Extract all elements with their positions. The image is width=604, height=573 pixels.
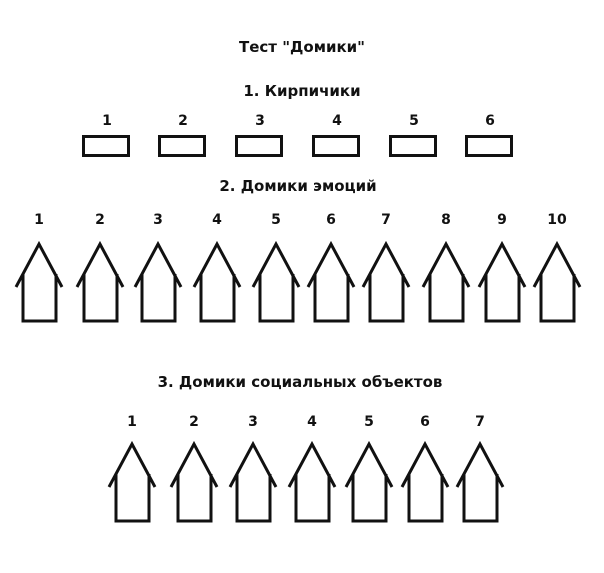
emotion-house-number: 10 [547,212,567,228]
house-body [21,274,58,323]
brick-number: 2 [178,113,188,129]
emotion-house-number: 7 [381,212,391,228]
section-heading-social: 3. Домики социальных объектов [157,373,443,391]
emotion-house [75,240,125,323]
house-roof [14,240,64,288]
house-roof [287,440,337,488]
emotion-house [421,240,471,323]
social-house-number: 6 [420,414,430,430]
section-heading-bricks: 1. Кирпичики [243,82,361,100]
social-house-number: 7 [475,414,485,430]
emotion-house [477,240,527,323]
brick[interactable] [465,135,513,157]
emotion-house-number: 1 [34,212,44,228]
house-body [114,474,151,523]
house-body [407,474,444,523]
house-body [176,474,213,523]
house-roof [228,440,278,488]
social-house [455,440,505,523]
emotion-house [192,240,242,323]
page-title: Тест "Домики" [239,38,365,56]
social-house-number: 1 [127,414,137,430]
brick-number: 5 [409,113,419,129]
brick[interactable] [82,135,130,157]
brick[interactable] [389,135,437,157]
house-roof [251,240,301,288]
house-body [258,274,295,323]
section-heading-emotions: 2. Домики эмоций [219,177,377,195]
house-body [199,274,236,323]
emotion-house [306,240,356,323]
social-house [287,440,337,523]
house-body [484,274,521,323]
house-roof [344,440,394,488]
brick-number: 3 [255,113,265,129]
house-roof [361,240,411,288]
emotion-house-number: 3 [153,212,163,228]
emotion-house [361,240,411,323]
social-house [169,440,219,523]
house-body [462,474,499,523]
social-house-number: 4 [307,414,317,430]
house-body [539,274,576,323]
house-body [82,274,119,323]
house-body [313,274,350,323]
brick-number: 4 [332,113,342,129]
house-body [140,274,177,323]
social-house [228,440,278,523]
house-roof [532,240,582,288]
social-house-number: 3 [248,414,258,430]
house-roof [192,240,242,288]
emotion-house-number: 4 [212,212,222,228]
house-roof [421,240,471,288]
house-roof [75,240,125,288]
emotion-house-number: 6 [326,212,336,228]
emotion-house-number: 5 [271,212,281,228]
social-house-number: 2 [189,414,199,430]
emotion-house-number: 9 [497,212,507,228]
social-house [400,440,450,523]
house-roof [400,440,450,488]
house-roof [107,440,157,488]
brick-number: 1 [102,113,112,129]
house-roof [133,240,183,288]
house-body [368,274,405,323]
house-roof [477,240,527,288]
emotion-house [251,240,301,323]
house-roof [455,440,505,488]
emotion-house [133,240,183,323]
house-body [235,474,272,523]
house-roof [306,240,356,288]
brick[interactable] [312,135,360,157]
social-house-number: 5 [364,414,374,430]
house-roof [169,440,219,488]
emotion-house-number: 8 [441,212,451,228]
brick[interactable] [158,135,206,157]
emotion-house-number: 2 [95,212,105,228]
house-body [428,274,465,323]
social-house [344,440,394,523]
house-body [294,474,331,523]
emotion-house [14,240,64,323]
house-body [351,474,388,523]
social-house [107,440,157,523]
brick-number: 6 [485,113,495,129]
emotion-house [532,240,582,323]
brick[interactable] [235,135,283,157]
